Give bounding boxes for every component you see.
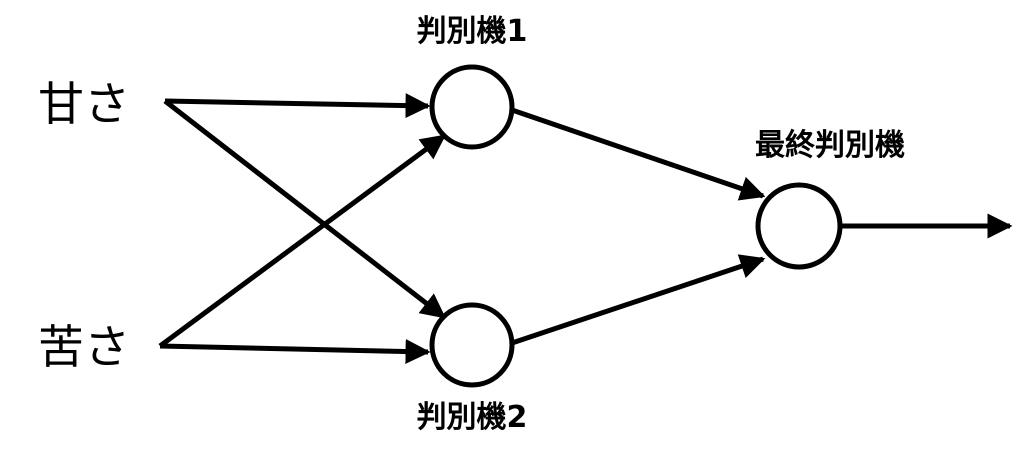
edge-bitter-to-d1: [158, 133, 447, 349]
edge-sweet-to-d2: [163, 99, 446, 319]
input-label-bitter: 苦さ: [38, 320, 130, 374]
node-final: [755, 182, 843, 270]
node-d2: [429, 302, 515, 388]
node-label-final: 最終判別機: [755, 128, 905, 163]
node-label-d2: 判別機2: [417, 400, 528, 435]
edge-sweet-to-d1: [164, 93, 431, 119]
node-label-d1: 判別機1: [417, 14, 528, 49]
input-label-sweet: 甘さ: [38, 77, 130, 131]
edge-bitter-to-d2: [159, 338, 431, 364]
edge-d1-to-final: [511, 107, 766, 201]
node-d1: [429, 64, 515, 150]
edge-d2-to-final: [511, 254, 766, 346]
